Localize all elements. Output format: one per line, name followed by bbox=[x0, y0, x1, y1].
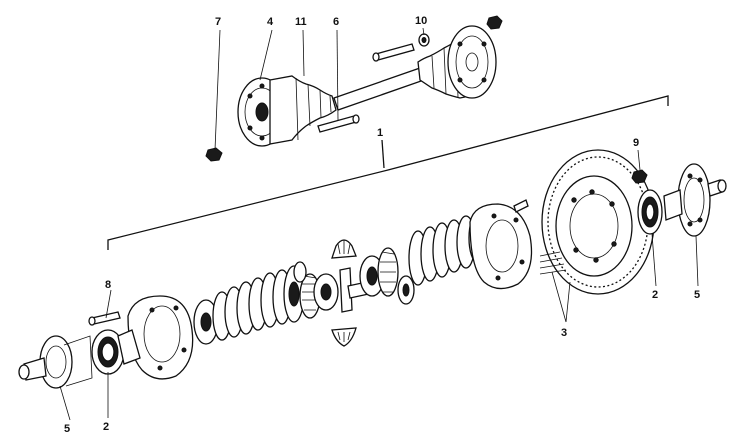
callout-4: 4 bbox=[267, 16, 274, 28]
callout-1: 1 bbox=[377, 127, 383, 139]
clutch-pack-left bbox=[193, 265, 305, 345]
callout-2-left: 2 bbox=[103, 421, 109, 433]
callout-2-right: 2 bbox=[652, 289, 658, 301]
callout-9: 9 bbox=[633, 137, 639, 149]
callout-labels: 1 2 2 3 4 5 5 6 7 8 9 10 11 bbox=[64, 15, 700, 435]
callout-11: 11 bbox=[295, 16, 307, 28]
callout-8: 8 bbox=[105, 279, 111, 291]
ring-gear bbox=[541, 149, 655, 295]
driveshaft-assembly bbox=[205, 15, 503, 162]
callout-5-right: 5 bbox=[694, 289, 700, 301]
assembly-bracket bbox=[107, 95, 669, 250]
differential-pinions bbox=[293, 239, 379, 347]
driveshaft bbox=[333, 67, 425, 111]
callout-5-left: 5 bbox=[64, 423, 70, 435]
callout-3: 3 bbox=[561, 327, 567, 339]
callout-10: 10 bbox=[415, 15, 427, 27]
nut bbox=[205, 147, 223, 162]
side-gear-right bbox=[359, 247, 415, 305]
callout-6: 6 bbox=[333, 16, 339, 28]
flange-bolt bbox=[317, 115, 357, 133]
nut bbox=[631, 169, 648, 184]
callout-7: 7 bbox=[215, 16, 221, 28]
flange-bolt-upper bbox=[375, 43, 415, 61]
leader-lines bbox=[59, 27, 699, 421]
side-gear-left bbox=[299, 273, 339, 319]
ring-gear-bolts bbox=[539, 251, 567, 275]
cv-boot-left bbox=[269, 75, 337, 145]
nut bbox=[486, 15, 503, 30]
cv-joint-flange-right bbox=[447, 25, 497, 99]
differential-assembly bbox=[18, 149, 727, 389]
output-flange-right bbox=[677, 163, 711, 237]
carrier-housing-right bbox=[469, 203, 533, 290]
